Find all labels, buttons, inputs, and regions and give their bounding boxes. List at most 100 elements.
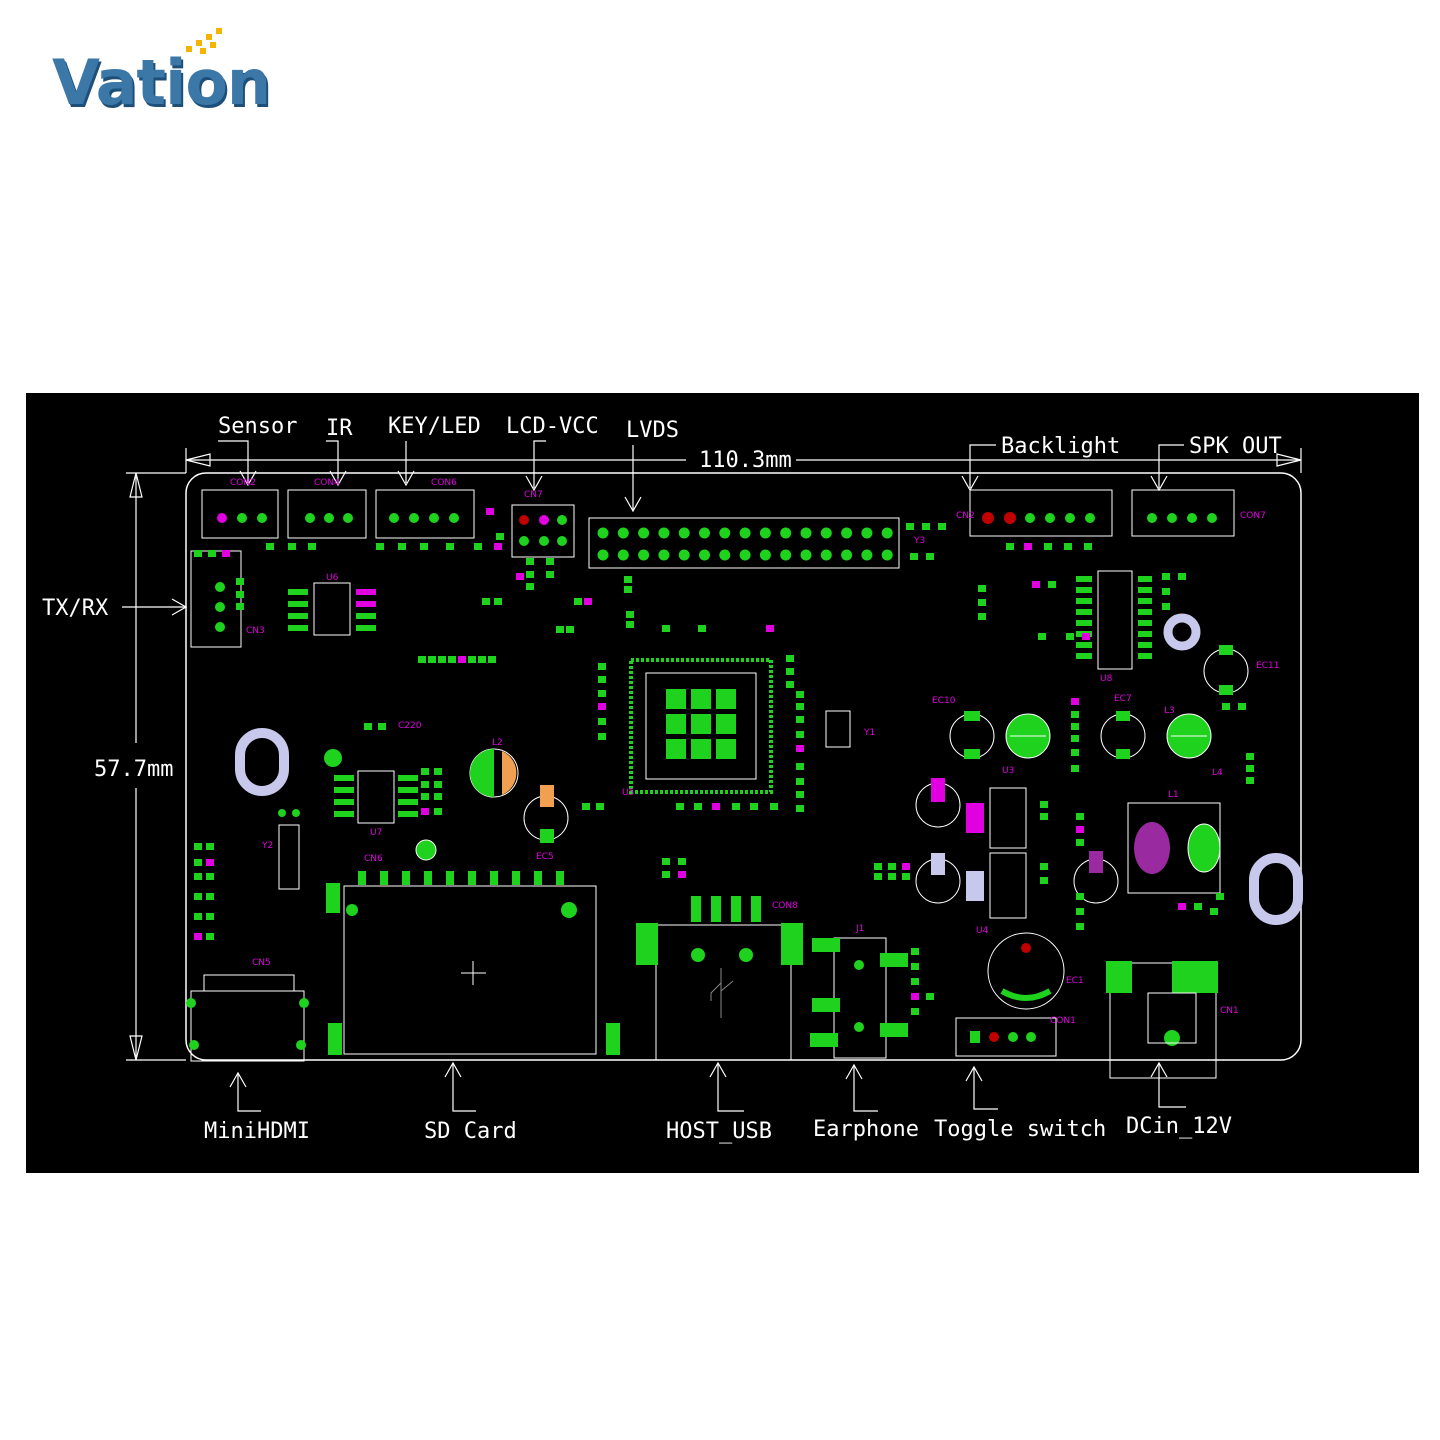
smd-pad <box>486 508 494 515</box>
lvds-pin <box>658 527 670 539</box>
crystal-y1 <box>825 710 851 748</box>
lvds-pin <box>841 527 853 539</box>
smd-pad <box>910 553 918 560</box>
smd-pad <box>888 863 896 870</box>
smd-pad <box>911 993 919 1000</box>
connector-backlight <box>969 489 1113 537</box>
test-point <box>324 749 342 767</box>
smd-pad <box>1071 735 1079 742</box>
lvds-pin <box>739 549 751 561</box>
smd-pad <box>1162 573 1170 580</box>
u8-pin <box>1138 631 1152 637</box>
smd-pad <box>796 805 804 812</box>
smd-pad <box>598 718 606 725</box>
smd-pad <box>766 625 774 632</box>
smd-pad <box>1178 903 1186 910</box>
smd-pad <box>978 599 986 606</box>
lvds-pin <box>638 527 650 539</box>
chip-u6 <box>288 582 376 636</box>
smd-pad <box>911 948 919 955</box>
ref-u6: U6 <box>326 573 339 583</box>
connector-spk-out <box>1131 489 1235 537</box>
smd-pad <box>626 611 634 618</box>
smd-pad <box>546 558 554 565</box>
u8-pin <box>1138 620 1152 626</box>
smd-pad <box>874 873 882 880</box>
smd-pad <box>1194 903 1202 910</box>
ref-ec10: EC10 <box>932 696 956 706</box>
label-minihdmi: MiniHDMI <box>204 1119 310 1144</box>
smd-pad <box>888 873 896 880</box>
connector-ir <box>287 489 367 539</box>
smd-pad <box>1040 877 1048 884</box>
lvds-pin <box>699 527 710 539</box>
mounting-hole-left <box>235 728 289 796</box>
lvds-pin <box>780 549 792 561</box>
connector-lvds <box>588 517 900 569</box>
bottom-arrows <box>229 1061 1186 1112</box>
smd-pad <box>1076 813 1084 820</box>
ref-cn1: CN1 <box>1220 1006 1239 1016</box>
connector-sensor <box>201 489 279 539</box>
smd-pad <box>796 763 804 770</box>
label-spk-out: SPK OUT <box>1189 434 1282 459</box>
smd-pad <box>1071 698 1079 705</box>
label-sensor: Sensor <box>218 414 297 439</box>
u8-pin <box>1138 587 1152 593</box>
lvds-pin <box>739 527 751 539</box>
smd-pad <box>678 871 686 878</box>
smd-pad <box>598 676 606 683</box>
smd-pad <box>678 858 686 865</box>
chip-u7 <box>334 770 418 824</box>
smd-pad <box>874 863 882 870</box>
u8-pin <box>1076 576 1092 582</box>
smd-pad <box>516 573 524 580</box>
ref-ec7: EC7 <box>1114 694 1132 704</box>
smd-pad <box>428 656 436 663</box>
sd-pin <box>380 871 388 885</box>
ref-cn2: CN2 <box>956 511 975 521</box>
smd-pad <box>786 668 794 675</box>
smd-pad <box>662 625 670 632</box>
vation-logo: Vation <box>52 28 312 119</box>
sd-card-slot <box>326 883 620 1055</box>
smd-pad <box>1210 908 1218 915</box>
lvds-pin <box>881 549 893 561</box>
smd-pad <box>434 808 442 815</box>
lvds-pin <box>597 549 609 561</box>
sd-pin <box>446 871 454 885</box>
ref-y1: Y1 <box>863 728 875 738</box>
smd-pad <box>1246 777 1254 784</box>
ref-con1: CON1 <box>1050 1016 1076 1026</box>
logo-dots-icon <box>164 28 234 58</box>
smd-pad <box>624 586 632 593</box>
capacitor-ec5 <box>523 785 569 843</box>
smd-pad <box>206 913 214 920</box>
smd-pad <box>911 978 919 985</box>
test-point <box>415 839 437 861</box>
ref-c220: C220 <box>398 721 422 731</box>
smd-pad <box>494 598 502 605</box>
height-label: 57.7mm <box>94 757 173 782</box>
lvds-pin <box>881 527 893 539</box>
smd-pad <box>922 523 930 530</box>
smd-pad <box>1024 543 1032 550</box>
ref-l3: L3 <box>1164 706 1175 716</box>
capacitor-ec10 <box>949 711 995 759</box>
smd-pad <box>1082 633 1090 640</box>
smd-pad <box>194 933 202 940</box>
smd-pad <box>421 781 429 788</box>
smd-pad <box>750 803 758 810</box>
chip-u8 <box>1097 570 1133 670</box>
smd-pad <box>398 543 406 550</box>
smd-pad <box>1040 801 1048 808</box>
smd-pad <box>194 873 202 880</box>
smd-pad <box>770 803 778 810</box>
ref-con8: CON8 <box>772 901 798 911</box>
smd-pad <box>488 656 496 663</box>
smd-pad <box>482 598 490 605</box>
ref-u4: U4 <box>976 926 989 936</box>
lvds-pins <box>597 527 893 561</box>
mounting-hole-right <box>1249 853 1303 925</box>
ref-u3: U3 <box>1002 766 1014 776</box>
